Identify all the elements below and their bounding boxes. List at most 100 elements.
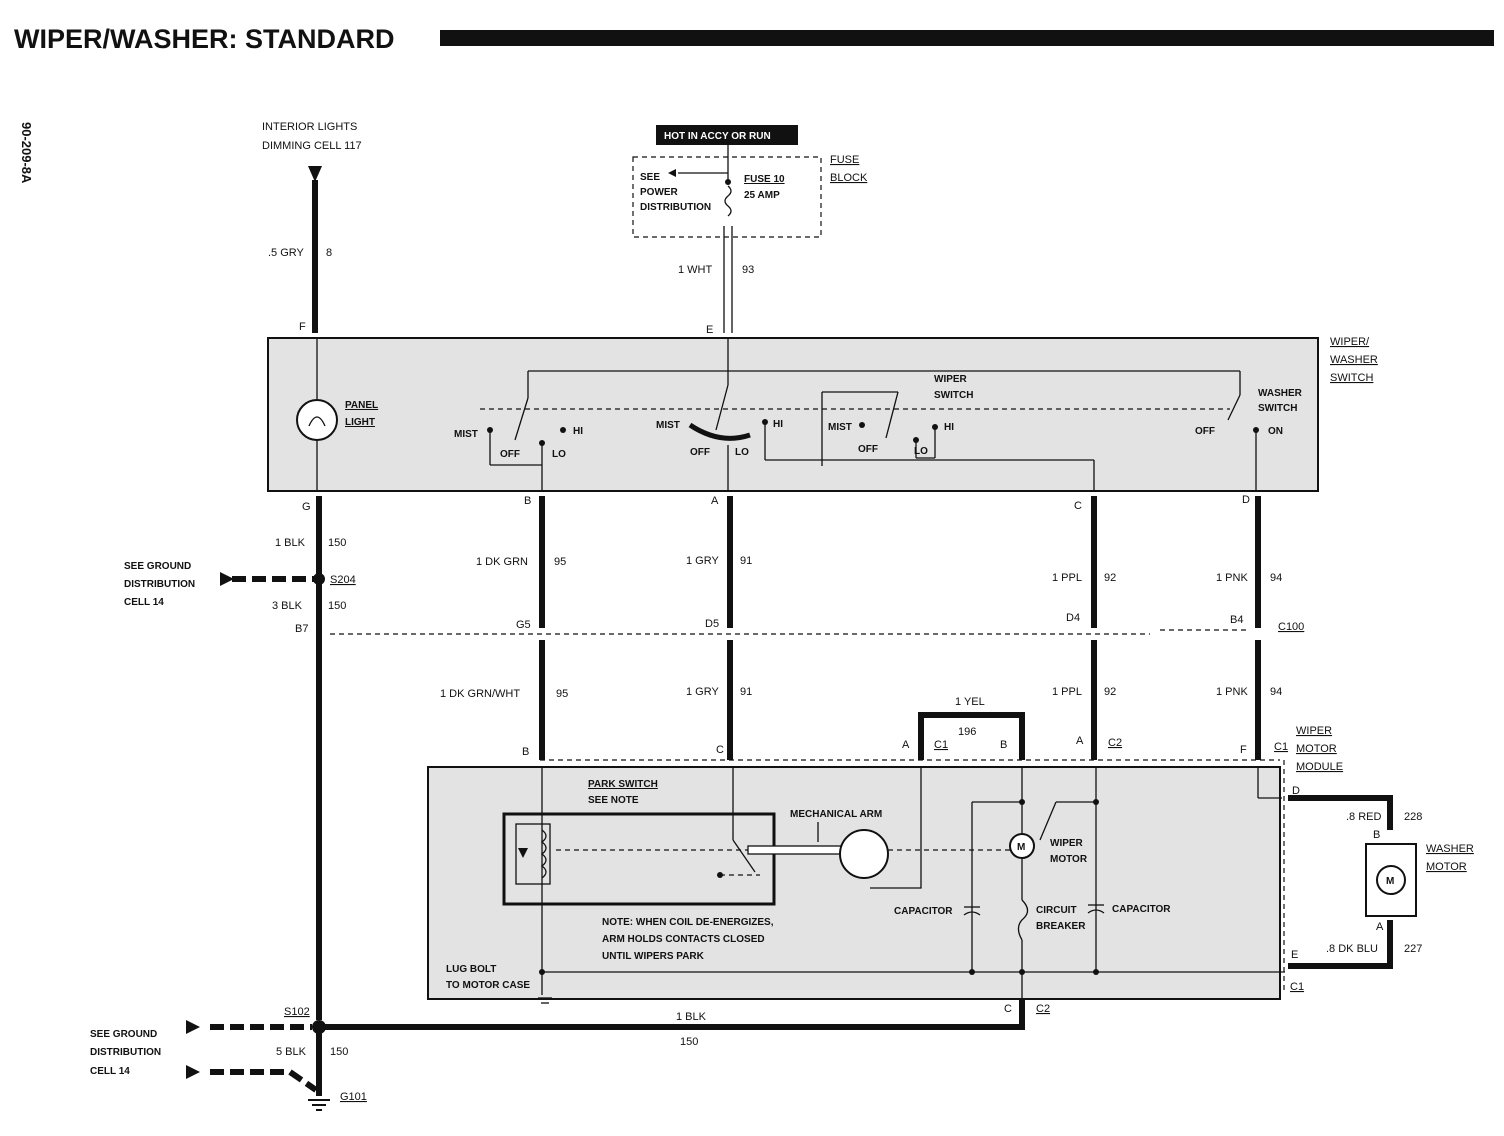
interior-lights-cell: DIMMING CELL 117 <box>262 140 362 152</box>
park-switch-note: SEE NOTE <box>588 795 639 806</box>
pos-hi-2: HI <box>773 419 783 430</box>
lug-bolt-2: TO MOTOR CASE <box>446 980 530 991</box>
mechanical-arm-label: MECHANICAL ARM <box>790 809 882 820</box>
pin-c-switch: C <box>1074 500 1082 512</box>
pos-lo-2: LO <box>735 447 749 458</box>
ground-ref-2-line1: SEE GROUND <box>90 1029 157 1040</box>
wire-91b-circuit: 91 <box>740 686 752 698</box>
washer-pos-off: OFF <box>1195 426 1215 437</box>
diode-icon <box>518 848 528 858</box>
wire-91b-color: 1 GRY <box>686 686 719 698</box>
fuse-block-label-2: BLOCK <box>830 172 868 184</box>
panel-light-label-2: LIGHT <box>345 417 375 428</box>
panel-light-label-1: PANEL <box>345 400 378 411</box>
pin-b-switch: B <box>524 495 531 507</box>
pin-e: E <box>706 324 713 336</box>
pin-a-switch: A <box>711 495 719 507</box>
pos-lo-1: LO <box>552 449 566 460</box>
wire-150c-circuit: 150 <box>680 1036 698 1048</box>
wire-93-color: 1 WHT <box>678 264 713 276</box>
pin-c-c2: C <box>1004 1003 1012 1015</box>
motor-brush-lead <box>1039 801 1057 841</box>
pin-a-c1: A <box>902 739 910 751</box>
fuse-block-outline <box>632 156 822 238</box>
pos-mist-2: MIST <box>656 420 680 431</box>
wire-150-color: 1 BLK <box>275 537 306 549</box>
washer-switch-label-2: SWITCH <box>1258 403 1297 414</box>
ground-ref-arrow-icon <box>220 572 234 586</box>
pin-b7: B7 <box>295 623 308 635</box>
module-trace-a-c1 <box>870 766 922 889</box>
lug-bolt-1: LUG BOLT <box>446 964 496 975</box>
switch-label-2: WASHER <box>1330 354 1378 366</box>
pos-lo-3: LO <box>914 446 928 457</box>
wire-circuit-228 <box>1288 795 1393 830</box>
wire-91-color: 1 GRY <box>686 555 719 567</box>
wire-196-color: 1 YEL <box>955 696 985 708</box>
park-switch-label: PARK SWITCH <box>588 779 658 790</box>
wire-95b-circuit: 95 <box>556 688 568 700</box>
wire-150d-color: 5 BLK <box>276 1046 307 1058</box>
fuse-symbol-icon <box>724 185 732 217</box>
pos-hi-3: HI <box>944 422 954 433</box>
contact-dot <box>560 427 566 433</box>
park-switch-box <box>502 812 776 906</box>
ground-ref-arrow-icon <box>186 1065 200 1079</box>
diagram-title: WIPER/WASHER: STANDARD <box>14 24 395 54</box>
wire-95-color: 1 DK GRN <box>476 556 528 568</box>
bulb-filament-icon <box>308 416 326 427</box>
washer-motor-icon <box>1376 865 1406 895</box>
wire-92-color: 1 PPL <box>1052 572 1082 584</box>
junction-dot <box>1093 969 1099 975</box>
pos-off-2: OFF <box>690 447 710 458</box>
washer-motor-label-1: WASHER <box>1426 843 1474 855</box>
note-line-3: UNTIL WIPERS PARK <box>602 951 705 962</box>
pos-off-1: OFF <box>500 449 520 460</box>
wire-150d-circuit: 150 <box>330 1046 348 1058</box>
pin-b4: B4 <box>1230 614 1243 626</box>
pin-d4: D4 <box>1066 612 1080 624</box>
ground-ref-1-line2: DISTRIBUTION <box>124 579 195 590</box>
wire-92b-circuit: 92 <box>1104 686 1116 698</box>
breaker-label-2: BREAKER <box>1036 921 1086 932</box>
fuse-block-label-1: FUSE <box>830 154 859 166</box>
panel-light-bulb-icon <box>296 399 338 441</box>
contact-dot <box>717 872 723 878</box>
c1-label-f: C1 <box>1274 741 1288 753</box>
wire-227-circuit: 227 <box>1404 943 1422 955</box>
module-label-2: MOTOR <box>1296 743 1337 755</box>
pin-d5: D5 <box>705 618 719 630</box>
wire-circuit-227 <box>1288 920 1393 969</box>
pos-mist-1: MIST <box>454 429 478 440</box>
power-dist-arrow-icon <box>668 169 676 177</box>
note-line-1: NOTE: WHEN COIL DE-ENERGIZES, <box>602 917 774 928</box>
pin-b-module: B <box>522 746 529 758</box>
wiper-motor-label-2: MOTOR <box>1050 854 1088 865</box>
wire-92b-color: 1 PPL <box>1052 686 1082 698</box>
park-switch-blade <box>732 839 756 873</box>
pin-a-c2: A <box>1076 735 1084 747</box>
wire-8-circuit: 8 <box>326 247 332 259</box>
fuse-node <box>725 179 731 185</box>
junction-dot <box>539 969 545 975</box>
wire-228-circuit: 228 <box>1404 811 1422 823</box>
junction-dot <box>1019 969 1025 975</box>
see-power-3: DISTRIBUTION <box>640 202 711 213</box>
washer-switch-label-1: WASHER <box>1258 388 1303 399</box>
wire-150c-color: 1 BLK <box>676 1011 707 1023</box>
pin-a-washer: A <box>1376 921 1384 933</box>
wire-92-circuit: 92 <box>1104 572 1116 584</box>
interior-lights-label: INTERIOR LIGHTS <box>262 121 357 133</box>
circuit-breaker-icon <box>1017 899 1029 941</box>
ground-ref-2-line3: CELL 14 <box>90 1066 130 1077</box>
capacitor-2-label: CAPACITOR <box>1112 904 1171 915</box>
g101-label: G101 <box>340 1091 367 1103</box>
wire-94b-circuit: 94 <box>1270 686 1282 698</box>
wiper-motor-module-box <box>427 766 1281 1000</box>
wiper-motor-label-1: WIPER <box>1050 838 1084 849</box>
pin-g: G <box>302 501 311 513</box>
wire-95b-color: 1 DK GRN/WHT <box>440 688 520 700</box>
wiper-washer-switch-box <box>267 337 1319 492</box>
switch-blade-1 <box>514 397 529 441</box>
wire-94-circuit: 94 <box>1270 572 1282 584</box>
